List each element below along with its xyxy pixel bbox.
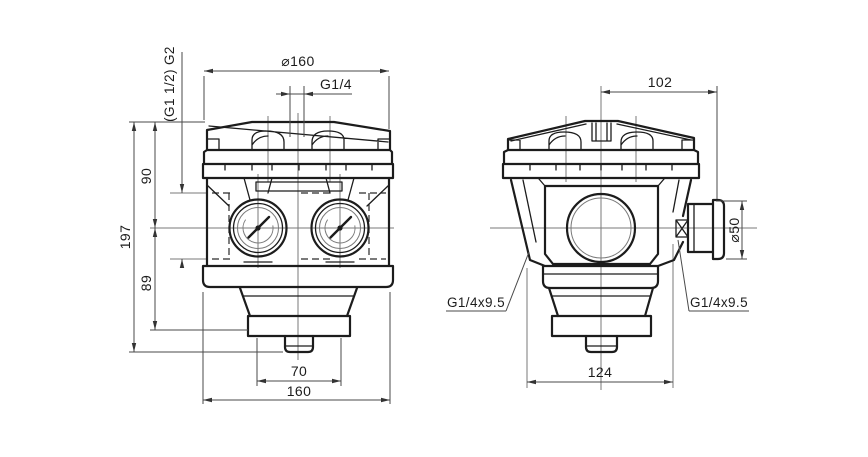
pressure-gauge-right bbox=[310, 198, 370, 258]
side-body bbox=[509, 178, 693, 290]
gauge-needle-hub bbox=[255, 225, 261, 231]
front-body bbox=[201, 176, 395, 289]
pressure-gauge-left bbox=[228, 198, 288, 258]
front-adjustment-knob bbox=[238, 286, 359, 354]
gauge-nipple bbox=[675, 219, 689, 238]
label-port-g14x95-left: G1/4x9.5 bbox=[447, 295, 505, 310]
label-port-g14x95-right: G1/4x9.5 bbox=[690, 295, 748, 310]
side-port-opening bbox=[565, 192, 637, 264]
front-dimension-lines bbox=[129, 52, 391, 404]
side-spring-cap bbox=[501, 119, 701, 180]
gauge-needle-hub bbox=[337, 225, 343, 231]
knurled-knob-side bbox=[550, 314, 653, 338]
knurled-knob-front bbox=[246, 314, 352, 338]
side-adjustment-knob bbox=[547, 286, 655, 354]
dim-height-90: 90 bbox=[138, 168, 154, 184]
dim-height-89: 89 bbox=[138, 275, 154, 291]
side-gauge bbox=[675, 198, 726, 261]
front-spring-cap bbox=[201, 120, 395, 180]
note-thread-g2: (G1 1/2) G2 bbox=[162, 46, 177, 122]
side-dimension-lines bbox=[446, 86, 749, 385]
dim-width-124: 124 bbox=[588, 364, 613, 380]
side-view: 102 ⌀50 G1/4x9.5 G1/4x9.5 124 bbox=[446, 74, 757, 390]
dim-diameter-160: ⌀160 bbox=[281, 53, 314, 69]
dim-width-160: 160 bbox=[287, 383, 312, 399]
dim-height-197: 197 bbox=[117, 225, 133, 250]
dim-width-102: 102 bbox=[648, 74, 673, 90]
dim-width-70: 70 bbox=[291, 363, 307, 379]
dim-diameter-50: ⌀50 bbox=[726, 217, 742, 242]
dim-thread-g14: G1/4 bbox=[320, 76, 352, 92]
front-view: ⌀160 G1/4 (G1 1/2) G2 197 90 89 70 160 bbox=[117, 46, 395, 404]
